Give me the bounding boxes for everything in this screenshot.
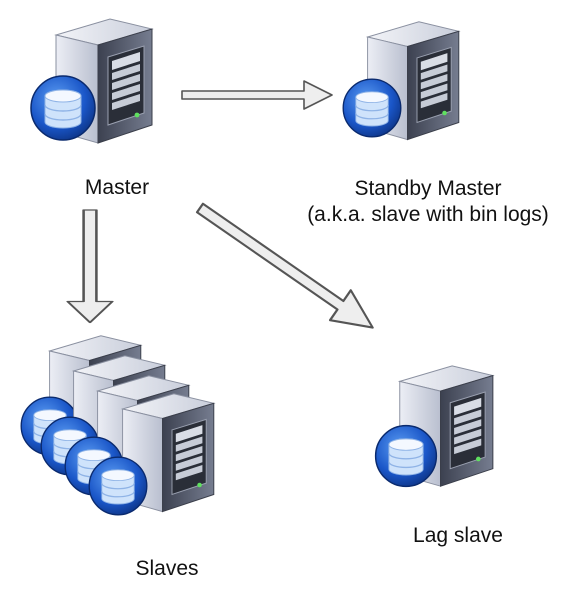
master-node — [30, 18, 153, 144]
standby-master-subtitle: (a.k.a. slave with bin logs) — [307, 203, 549, 226]
standby-master-label: Standby Master (a.k.a. slave with bin lo… — [286, 176, 570, 228]
slaves-label: Slaves — [135, 557, 199, 580]
slaves-node — [20, 335, 215, 516]
database-icon — [374, 424, 438, 488]
database-icon — [88, 456, 148, 516]
database-icon — [342, 78, 402, 138]
lag-slave-node — [374, 365, 494, 488]
standby-master-title: Standby Master — [354, 177, 502, 200]
standby-master-node — [342, 21, 460, 141]
lag-slave-label: Lag slave — [413, 524, 503, 547]
database-icon — [30, 75, 96, 141]
arrow-master-to-standby — [181, 80, 333, 110]
master-label: Master — [84, 176, 150, 199]
arrow-master-to-slaves — [66, 208, 114, 324]
